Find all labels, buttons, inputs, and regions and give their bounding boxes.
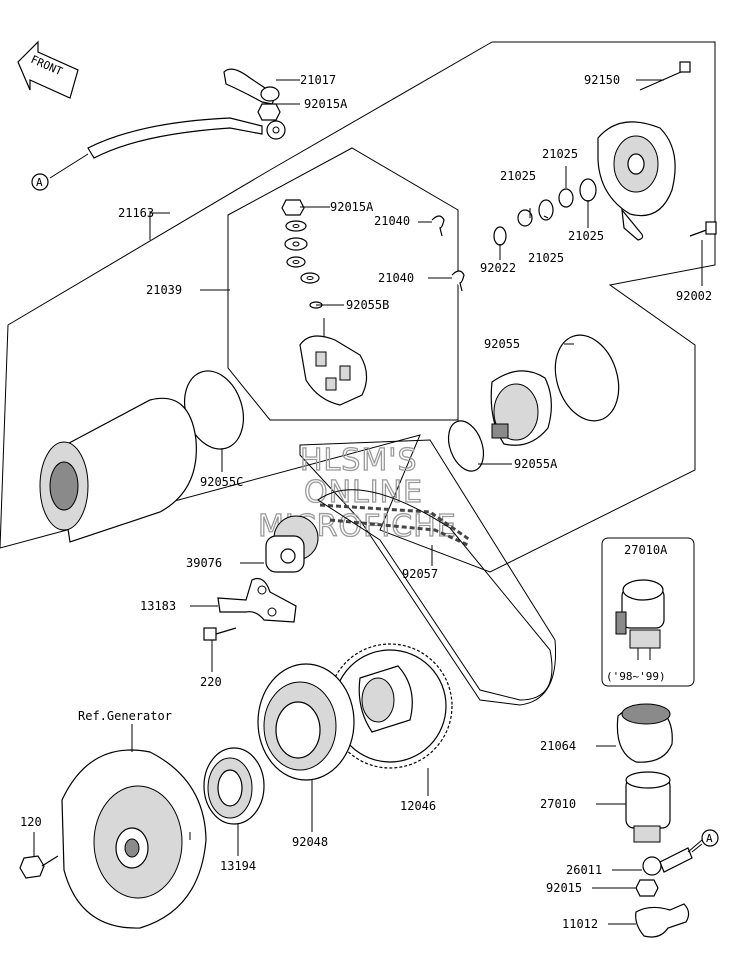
brush-spring-b[interactable] — [451, 270, 465, 292]
svg-text:A: A — [36, 176, 43, 189]
part-label: 21040 — [378, 271, 414, 285]
part-label: 21025 — [500, 169, 536, 183]
washer-21025-b[interactable] — [558, 188, 574, 208]
part-label: 21039 — [146, 283, 182, 297]
ref-generator-label: Ref.Generator — [78, 709, 172, 723]
part-label: 11012 — [562, 917, 598, 931]
part-label: 92150 — [584, 73, 620, 87]
part-label: 21025 — [542, 147, 578, 161]
washer-21025-c[interactable] — [538, 199, 554, 221]
part-label: 12046 — [400, 799, 436, 813]
part-label: 21163 — [118, 206, 154, 220]
years-note: ('98~'99) — [606, 670, 666, 683]
part-label: 92015 — [546, 881, 582, 895]
part-label: 92015A — [304, 97, 348, 111]
nut-top[interactable] — [257, 103, 281, 121]
part-label: 92055C — [200, 475, 243, 489]
brush-washers[interactable] — [281, 199, 323, 309]
part-label: 92002 — [676, 289, 712, 303]
part-label: 21025 — [568, 229, 604, 243]
part-label: 92022 — [480, 261, 516, 275]
clutch-roller-13194[interactable] — [203, 747, 265, 825]
part-label: 13194 — [220, 859, 256, 873]
nut-92015[interactable] — [635, 879, 659, 897]
part-label: 27010A — [624, 543, 668, 557]
starter-yoke[interactable] — [39, 397, 197, 543]
part-label: 13183 — [140, 599, 176, 613]
o-ring-92055[interactable] — [545, 327, 629, 429]
part-label: 21040 — [374, 214, 410, 228]
part-label: 21017 — [300, 73, 336, 87]
part-label: 92015A — [330, 200, 374, 214]
starter-relay-27010[interactable] — [625, 771, 671, 843]
leader-lines — [33, 79, 703, 925]
part-label: 21064 — [540, 739, 576, 753]
part-label: 92055B — [346, 298, 389, 312]
bolt-92002[interactable] — [689, 221, 717, 237]
bolt-120[interactable] — [19, 855, 59, 879]
one-way-clutch-92048[interactable] — [257, 663, 355, 781]
brush-spring-a[interactable] — [431, 215, 445, 237]
through-bolt-92150[interactable] — [639, 61, 691, 91]
bolt-220[interactable] — [203, 627, 237, 641]
washer-21025-d[interactable] — [517, 209, 533, 227]
part-label: 120 — [20, 815, 42, 829]
part-label: 27010 — [540, 797, 576, 811]
svg-text:A: A — [706, 832, 713, 845]
part-label: 21025 — [528, 251, 564, 265]
watermark-line-1: HLSM'S — [300, 443, 418, 478]
part-label: 39076 — [186, 556, 222, 570]
starter-chain[interactable] — [317, 489, 553, 701]
generator-rotor[interactable] — [61, 749, 207, 929]
part-label: 92055A — [514, 457, 558, 471]
o-ring-92055a[interactable] — [442, 416, 490, 476]
washer-92022[interactable] — [493, 226, 507, 246]
part-label: 220 — [200, 675, 222, 689]
idle-gear[interactable] — [265, 515, 319, 573]
washer-21025-a[interactable] — [579, 178, 597, 202]
bracket-13183[interactable] — [217, 577, 297, 623]
part-label: 26011 — [566, 863, 602, 877]
brush-plate[interactable] — [299, 318, 368, 406]
terminal-cap[interactable] — [223, 68, 280, 105]
front-arrow-icon: FRONT — [17, 40, 79, 99]
part-label: 92048 — [292, 835, 328, 849]
callout-a-right: A — [687, 829, 719, 853]
terminal-cap-11012[interactable] — [635, 903, 690, 938]
watermark: HLSM'S ONLINE MICROFICHE — [257, 442, 456, 544]
part-labels: 21017 92015A 92150 21163 92015A 21040 21… — [20, 73, 712, 931]
front-cover[interactable] — [490, 370, 552, 446]
terminal-26011[interactable] — [642, 843, 703, 876]
end-cover[interactable] — [597, 121, 676, 241]
callout-a-left: A — [31, 173, 49, 191]
starter-sprocket[interactable] — [327, 643, 453, 769]
relay-box-outline — [601, 537, 695, 687]
brush-holder-outline — [227, 147, 459, 421]
part-label: 92055 — [484, 337, 520, 351]
relay-cover-21064[interactable] — [616, 703, 673, 763]
part-label: 92057 — [402, 567, 438, 581]
starter-cable[interactable] — [49, 117, 286, 179]
chain-guide-outline — [299, 439, 557, 706]
starter-relay-27010a[interactable] — [615, 579, 665, 660]
